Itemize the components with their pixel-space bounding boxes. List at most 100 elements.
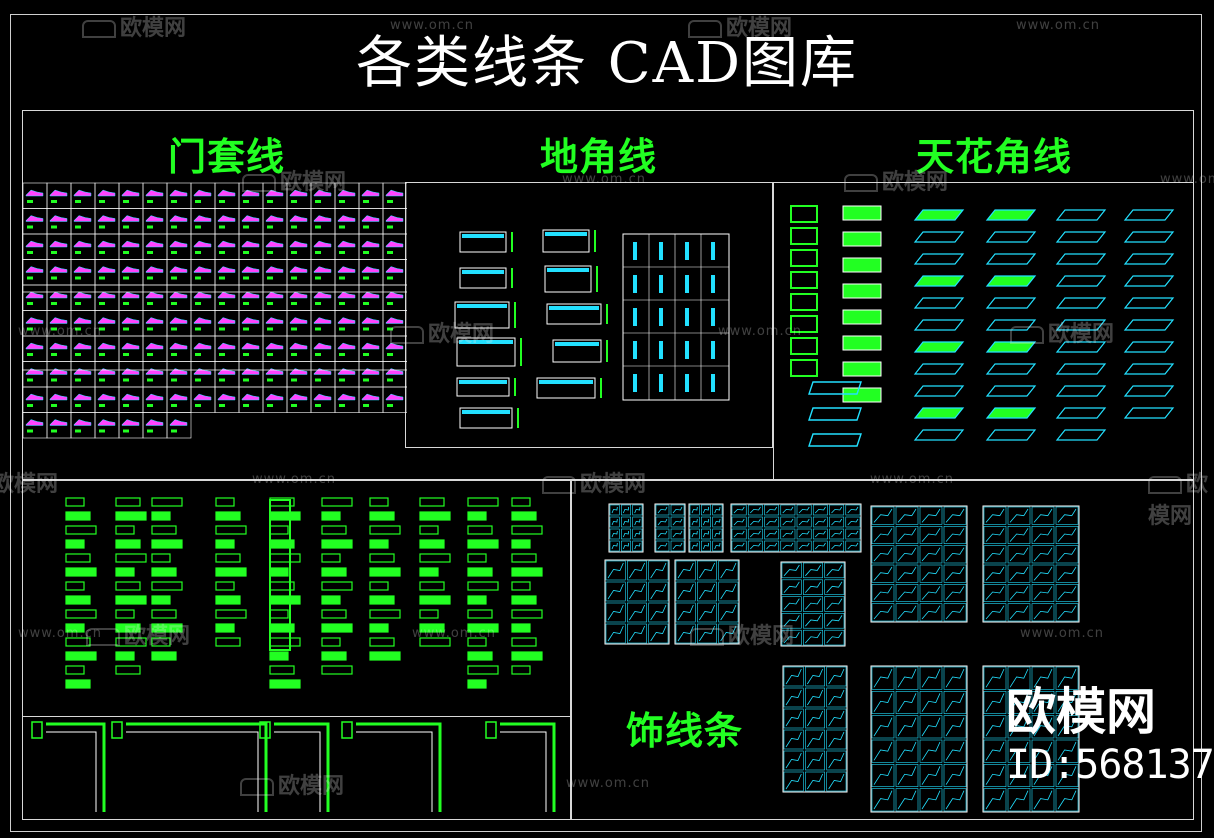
trim-profile	[145, 291, 164, 299]
molding-profile	[215, 525, 247, 535]
trim-label-mark	[99, 327, 105, 331]
sheet-profile	[798, 506, 810, 514]
molding-profile	[215, 497, 235, 507]
cornice-slab	[808, 433, 862, 447]
trim-profile	[217, 368, 236, 375]
sheet-cell	[943, 666, 967, 690]
sheet-cell	[632, 504, 643, 516]
cornice-slab	[913, 385, 965, 397]
table-profile	[711, 374, 715, 392]
cornice-section	[790, 337, 818, 355]
trim-label-mark	[339, 225, 345, 229]
sheet-cell	[1007, 564, 1031, 583]
trim-profile	[361, 317, 380, 324]
sofa-icon	[240, 778, 274, 796]
sheet-cell	[655, 516, 670, 528]
table-profile	[711, 308, 715, 326]
sheet-cell	[701, 504, 711, 516]
sheet-profile	[691, 518, 698, 526]
sheet-cell	[1055, 788, 1079, 812]
sheet-profile	[714, 542, 721, 550]
sheet-cell	[632, 540, 643, 552]
cornice-slab	[1055, 385, 1107, 397]
molding-profile	[269, 637, 301, 647]
sheet-profile	[985, 547, 1005, 562]
watermark-logo: 欧模网	[86, 618, 190, 650]
trim-label-mark	[123, 200, 129, 203]
cornice-slab	[1123, 341, 1175, 353]
trim-profile	[169, 215, 188, 222]
sheet-profile	[847, 530, 859, 538]
outer-frame	[10, 14, 1202, 832]
baseboard-edge	[555, 342, 599, 346]
cornice-section	[842, 387, 882, 403]
molding-profile	[65, 609, 97, 619]
trim-profile	[241, 240, 260, 248]
trim-profile	[241, 317, 260, 324]
trim-label-mark	[267, 225, 273, 229]
trim-profile	[49, 240, 68, 248]
trim-label-mark	[291, 378, 297, 382]
trim-profile	[97, 291, 116, 299]
sheet-profile	[921, 693, 941, 712]
trim-label-mark	[315, 353, 321, 356]
sheet-profile	[1057, 790, 1077, 810]
molding-profile	[369, 511, 395, 521]
sheet-profile	[985, 790, 1005, 810]
sheet-profile	[782, 542, 794, 550]
molding-profile	[369, 539, 389, 549]
trim-label-mark	[387, 302, 393, 305]
molding-profile	[65, 595, 91, 605]
sheet-profile	[698, 583, 716, 600]
trim-profile	[121, 240, 140, 248]
sheet-cell	[621, 516, 631, 528]
sheet-profile	[897, 766, 917, 785]
corner-frame	[46, 722, 106, 812]
sheet-profile	[1057, 586, 1077, 600]
molding-profile	[419, 567, 439, 577]
trim-profile	[385, 215, 404, 222]
sheet-cell	[670, 528, 685, 540]
trim-profile	[169, 419, 188, 426]
watermark-logo: 欧模网	[390, 316, 494, 348]
molding-profile	[151, 511, 171, 521]
molding-profile-drawings	[65, 497, 543, 689]
trim-label-mark	[99, 353, 105, 356]
molding-profile	[321, 567, 347, 577]
molding-profile	[419, 525, 439, 535]
trim-profile	[121, 189, 140, 197]
sheet-profile	[749, 530, 761, 538]
baseboard-profile	[454, 301, 510, 329]
sheet-profile	[749, 506, 761, 514]
trim-profile	[121, 368, 140, 375]
sheet-profile	[657, 542, 668, 550]
sheet-cell	[919, 691, 943, 714]
trim-label-mark	[195, 276, 201, 280]
sheet-profile	[1033, 668, 1053, 688]
sheet-profile	[826, 598, 843, 610]
sheet-profile	[985, 766, 1005, 785]
sheet-cell	[871, 666, 895, 690]
sheet-cell	[780, 516, 796, 528]
trim-profile	[289, 240, 308, 248]
sheet-profile	[945, 547, 965, 562]
corner-profile	[31, 721, 43, 739]
sheet-profile	[611, 530, 618, 538]
sheet-profile	[733, 530, 745, 538]
trim-label-mark	[195, 378, 201, 382]
sheet-cell	[609, 540, 620, 552]
watermark-logo: 欧模网	[542, 466, 646, 498]
trim-label-mark	[339, 251, 345, 254]
trim-label-mark	[243, 404, 249, 407]
sheet-cell	[845, 516, 861, 528]
trim-profile	[241, 266, 260, 273]
molding-profile	[511, 553, 537, 563]
trim-label-mark	[27, 251, 33, 254]
sheet-cell	[689, 540, 700, 552]
trim-profile	[193, 393, 212, 401]
sheet-profile	[1009, 741, 1029, 761]
sheet-cell	[1007, 584, 1031, 602]
sheet-cell	[805, 750, 825, 771]
trim-profile	[385, 240, 404, 248]
sheet-profile	[1057, 508, 1077, 523]
